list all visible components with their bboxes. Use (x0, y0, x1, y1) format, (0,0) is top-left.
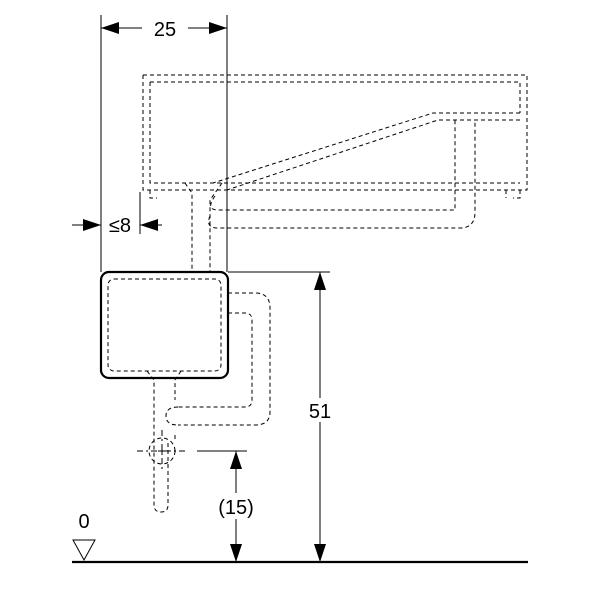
dimension-width-top: 25 (100, 15, 228, 272)
dimension-height-outlet: (15) (197, 450, 259, 562)
dimension-offset: ≤8 (72, 192, 162, 237)
dim-offset-label: ≤8 (109, 215, 131, 237)
floor-level-label: 0 (78, 511, 89, 533)
side-connection-pipe (165, 292, 271, 426)
cistern-box (99, 270, 230, 380)
washbasin-outline (142, 74, 528, 199)
basin-drain-pipe (184, 120, 476, 272)
dim-width-label: 25 (154, 19, 176, 41)
outlet-drain (146, 370, 182, 513)
dim-outlet-label: (15) (218, 497, 254, 519)
dimension-height-total: 51 (228, 271, 336, 562)
outlet-center-mark (137, 430, 187, 472)
dim-height-label: 51 (309, 401, 331, 423)
floor-level: 0 (72, 511, 528, 564)
